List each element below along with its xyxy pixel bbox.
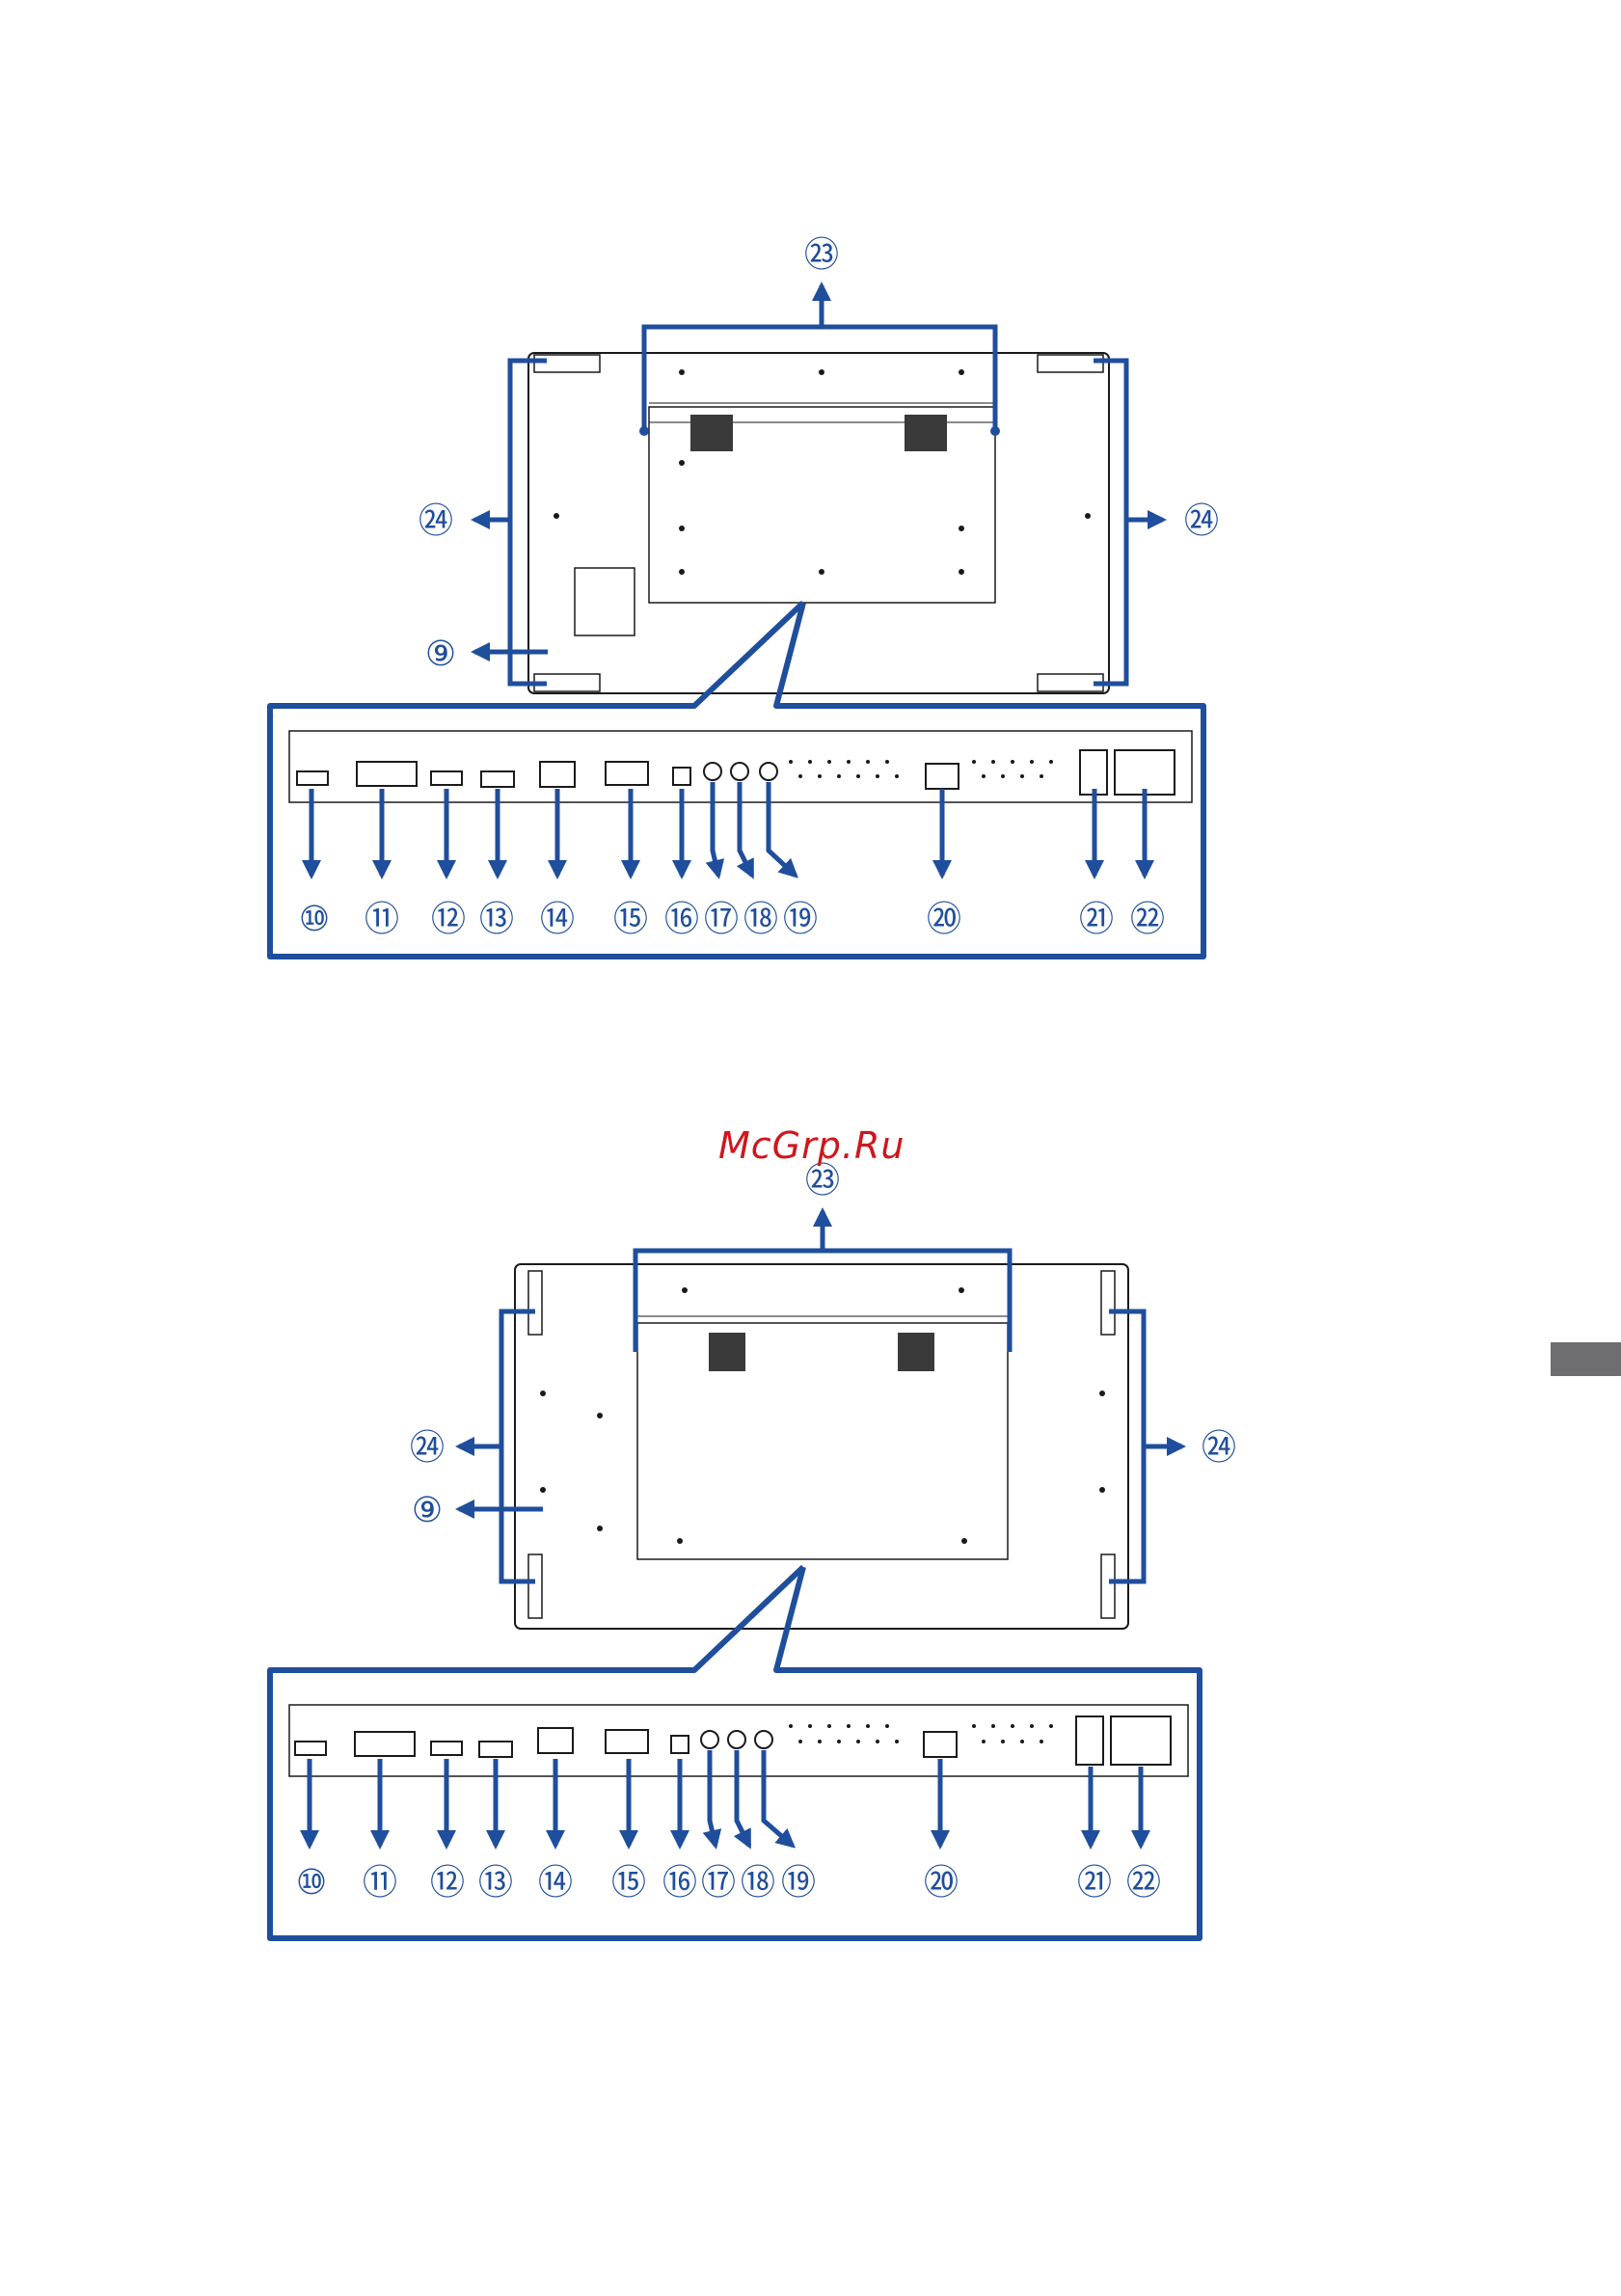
connector-label: ⑭ xyxy=(540,900,575,939)
hdmi-port-1 xyxy=(297,771,328,785)
monitor-rear-panel xyxy=(528,353,1109,693)
connector-label: ⑳ xyxy=(927,900,961,939)
dvi-port xyxy=(355,1732,415,1756)
diagram-2-portrait: ㉓ ㉔ ㉔ ⑨ ⑩ ⑪ ⑫ ⑬ ⑭ ⑮ ⑯ ⑰ ⑱ ⑲ ⑳ ㉑ ㉒ xyxy=(270,1161,1236,1938)
connector-label: ⑫ xyxy=(430,1863,465,1903)
connector-label: ⑯ xyxy=(664,900,699,939)
callout-24-right-label: ㉔ xyxy=(1184,501,1219,541)
connector-label: ⑰ xyxy=(701,1863,736,1903)
audio-jack-1 xyxy=(704,763,721,780)
fan-vent xyxy=(898,1333,934,1371)
callout-9-label: ⑨ xyxy=(412,1491,443,1530)
io-ports xyxy=(295,1716,1171,1765)
connector-label: ⑳ xyxy=(924,1863,959,1903)
vga-port xyxy=(540,762,575,787)
callout-24-left-label: ㉔ xyxy=(419,501,453,541)
connector-label: ⑫ xyxy=(431,900,466,939)
ac-inlet xyxy=(1115,750,1175,795)
connector-label: ⑩ xyxy=(299,900,330,939)
connector-label: ㉒ xyxy=(1130,900,1165,939)
power-switch xyxy=(1080,750,1107,795)
connector-label: ⑯ xyxy=(662,1863,697,1903)
connector-label: ⑬ xyxy=(479,900,514,939)
io-ports xyxy=(297,750,1175,795)
connector-label: ⑬ xyxy=(478,1863,513,1903)
audio-jack-3 xyxy=(760,763,777,780)
lan-port xyxy=(926,764,959,789)
fan-vent xyxy=(690,415,733,451)
hdmi-port-2 xyxy=(431,1742,462,1755)
hdmi-port-2 xyxy=(431,771,462,785)
dvi-port xyxy=(357,762,417,786)
usb-b-port xyxy=(673,768,690,785)
connector-label: ㉑ xyxy=(1079,900,1114,939)
fan-vent xyxy=(905,415,947,451)
connector-label: ⑲ xyxy=(781,1863,816,1903)
fan-vent xyxy=(709,1333,745,1371)
callout-23-label: ㉓ xyxy=(804,235,839,275)
connector-label: ㉑ xyxy=(1077,1863,1112,1903)
connector-label: ⑱ xyxy=(741,1863,775,1903)
callout-24-right-label: ㉔ xyxy=(1202,1428,1236,1468)
rs232c-port xyxy=(606,762,648,785)
callout-24-left-label: ㉔ xyxy=(410,1428,445,1468)
callout-9-label: ⑨ xyxy=(425,635,456,674)
connector-label: ⑱ xyxy=(743,900,778,939)
section-tab-marker xyxy=(1551,1342,1621,1376)
connector-label: ⑰ xyxy=(704,900,739,939)
watermark-text: McGrp.Ru xyxy=(718,1124,905,1167)
rs232c-port xyxy=(606,1730,648,1753)
connector-label: ⑪ xyxy=(365,900,399,939)
callout-23-label: ㉓ xyxy=(805,1161,840,1201)
connector-label: ⑮ xyxy=(613,900,648,939)
ac-inlet xyxy=(1111,1716,1171,1765)
displayport xyxy=(479,1742,512,1757)
vga-port xyxy=(538,1728,573,1753)
audio-jack-3 xyxy=(755,1731,772,1748)
connector-label: ⑲ xyxy=(783,900,818,939)
power-switch xyxy=(1076,1716,1103,1765)
connector-label: ⑭ xyxy=(538,1863,573,1903)
diagram-1-landscape: ㉓ ㉔ ㉔ ⑨ ⑩ ⑪ ⑫ ⑬ ⑭ ⑮ ⑯ ⑰ ⑱ ⑲ ⑳ ㉑ ㉒ xyxy=(270,235,1219,957)
monitor-rear-panel xyxy=(515,1264,1128,1629)
audio-jack-2 xyxy=(728,1731,745,1748)
connector-label: ⑮ xyxy=(611,1863,646,1903)
connector-label: ㉒ xyxy=(1126,1863,1161,1903)
lan-port xyxy=(924,1732,957,1757)
connector-label: ⑪ xyxy=(363,1863,397,1903)
usb-b-port xyxy=(671,1736,689,1753)
audio-jack-1 xyxy=(701,1731,718,1748)
hdmi-port-1 xyxy=(295,1742,326,1755)
audio-jack-2 xyxy=(731,763,748,780)
displayport xyxy=(481,771,514,787)
connector-label: ⑩ xyxy=(296,1863,327,1903)
